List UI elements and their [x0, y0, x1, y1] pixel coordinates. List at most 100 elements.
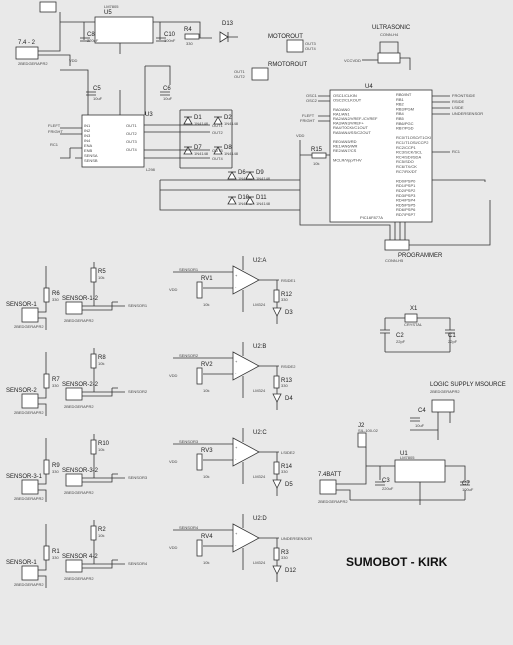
svg-text:C8: C8	[87, 32, 95, 38]
svg-text:10uF: 10uF	[415, 423, 425, 428]
pic-pin-label: RD0/PSP0	[396, 178, 416, 183]
opamp-output-net: LSIDE2	[281, 450, 296, 455]
indicator-led	[272, 565, 282, 575]
pic-pin-label: MCLR/Vpp/THV	[333, 157, 362, 162]
svg-text:D6: D6	[238, 170, 246, 176]
svg-text:CONN-H5: CONN-H5	[385, 258, 404, 263]
opamp-output-net: RSIDE1	[281, 278, 296, 283]
opamp-ref: U2:C	[253, 430, 267, 436]
l298-pin-label: SENSB	[84, 158, 98, 163]
svg-text:LOGIC SUPPLY MSOURCE: LOGIC SUPPLY MSOURCE	[430, 382, 506, 388]
svg-text:+: +	[235, 273, 238, 278]
svg-text:SENSOR3: SENSOR3	[179, 439, 199, 444]
svg-text:-: -	[235, 370, 237, 375]
l298-pin-label: OUT2	[126, 131, 137, 136]
svg-text:2BEDGERAPR2: 2BEDGERAPR2	[430, 389, 460, 394]
svg-text:D13: D13	[222, 21, 234, 27]
pic-pin-label: OSC2/CLKOUT	[333, 98, 362, 103]
svg-text:330: 330	[281, 469, 288, 474]
l298-pin-label: ENA	[84, 143, 93, 148]
svg-text:SIL-100-02: SIL-100-02	[358, 428, 379, 433]
svg-text:10k: 10k	[313, 161, 319, 166]
pic-pin-label: RC2/CCP1	[396, 145, 417, 150]
svg-text:R3: R3	[281, 550, 289, 556]
pic-pin-label: RB4	[396, 111, 405, 116]
potentiometer	[196, 539, 203, 557]
svg-text:C7: C7	[462, 481, 470, 487]
svg-text:330: 330	[281, 555, 288, 560]
svg-text:R7: R7	[52, 377, 60, 383]
motor-left-connector: MOTOROUT OUT3 OUT4	[268, 34, 316, 53]
svg-text:220uF: 220uF	[382, 486, 394, 491]
svg-text:VDD: VDD	[69, 58, 78, 63]
svg-text:1N4148: 1N4148	[194, 151, 209, 156]
capacitor-c6: C6 10uF	[160, 86, 173, 101]
sensor-net-label: SENSOR4	[128, 561, 148, 566]
svg-text:R10: R10	[98, 441, 110, 447]
l298-pin-label: IN2	[84, 128, 91, 133]
sensor-block-1: SENSOR-12BEDGERAPR2SENSOR-1-22BEDGERAPR2…	[6, 256, 296, 330]
sensor-net-label: SENSOR2	[128, 389, 148, 394]
svg-text:D10: D10	[238, 195, 250, 201]
svg-text:C1: C1	[448, 333, 456, 339]
l298-pin-label: IN4	[84, 138, 91, 143]
svg-text:10uF: 10uF	[163, 96, 173, 101]
sensor-ref-label: SENSOR-3-1	[6, 474, 43, 480]
svg-text:R2: R2	[98, 527, 106, 533]
svg-text:D1: D1	[194, 115, 202, 121]
svg-text:FRIGHT: FRIGHT	[48, 129, 63, 134]
svg-text:2BEDGERAPR2: 2BEDGERAPR2	[14, 496, 44, 501]
pic-pin-label: RC3/SCK/SCL	[396, 150, 423, 155]
svg-text:R1: R1	[52, 549, 60, 555]
indicator-led	[272, 479, 282, 489]
svg-text:R14: R14	[281, 464, 293, 470]
svg-text:D12: D12	[285, 568, 297, 574]
sensor-connector-2	[65, 387, 83, 401]
svg-text:22pF: 22pF	[396, 339, 406, 344]
header-j2: J2 SIL-100-02	[357, 423, 379, 448]
sensor-ref2-label: SENSOR 4-2	[62, 554, 98, 560]
svg-text:2BEDGERAPR2: 2BEDGERAPR2	[18, 61, 48, 66]
svg-text:R9: R9	[52, 463, 60, 469]
pic-pin-label: RB1	[396, 97, 405, 102]
pic-pin-label: RD3/PSP3	[396, 193, 416, 198]
pic-pin-label: RA0/AN0	[333, 107, 350, 112]
svg-text:2BEDGERAPR2: 2BEDGERAPR2	[14, 582, 44, 587]
resistor-r4: R4 330	[184, 27, 200, 46]
svg-text:C2: C2	[396, 333, 404, 339]
out-net-label: OUT4	[212, 156, 223, 161]
svg-text:D3: D3	[285, 310, 293, 316]
pic-pin-label: RD4/PSP4	[396, 198, 416, 203]
svg-text:1N4148: 1N4148	[256, 176, 271, 181]
sensor-connector	[21, 565, 39, 581]
svg-text:+: +	[235, 531, 238, 536]
sensor-ref2-label: SENSOR-2-2	[62, 382, 99, 388]
svg-text:10k: 10k	[98, 275, 104, 280]
svg-text:2BEDGERAPR2: 2BEDGERAPR2	[64, 318, 94, 323]
svg-text:VDD: VDD	[296, 133, 305, 138]
svg-text:R8: R8	[98, 355, 106, 361]
sensor-connector-2	[65, 473, 83, 487]
svg-text:10k: 10k	[203, 388, 209, 393]
svg-text:2BEDGERAPR2: 2BEDGERAPR2	[64, 404, 94, 409]
svg-text:SENSOR2: SENSOR2	[179, 353, 199, 358]
svg-text:C5: C5	[93, 86, 101, 92]
svg-text:PIC16F877A: PIC16F877A	[360, 215, 383, 220]
opamp-triangle	[232, 523, 260, 553]
motor-right-connector: RMOTOROUT OUT1 OUT2	[234, 62, 308, 81]
opamp-triangle	[232, 437, 260, 467]
l298-pin-label: IN3	[84, 133, 91, 138]
sensor-block-3: SENSOR-3-12BEDGERAPR2SENSOR-3-22BEDGERAP…	[6, 428, 296, 502]
opamp-output-net: UNDERSENSOR	[281, 536, 312, 541]
svg-text:PROGRAMMER: PROGRAMMER	[398, 253, 443, 259]
svg-text:D9: D9	[256, 170, 264, 176]
svg-text:-: -	[235, 456, 237, 461]
pic-pin-label: RC1/T1OSI/CCP2	[396, 140, 429, 145]
svg-text:OSC1: OSC1	[306, 93, 318, 98]
svg-text:1N4148: 1N4148	[194, 121, 209, 126]
